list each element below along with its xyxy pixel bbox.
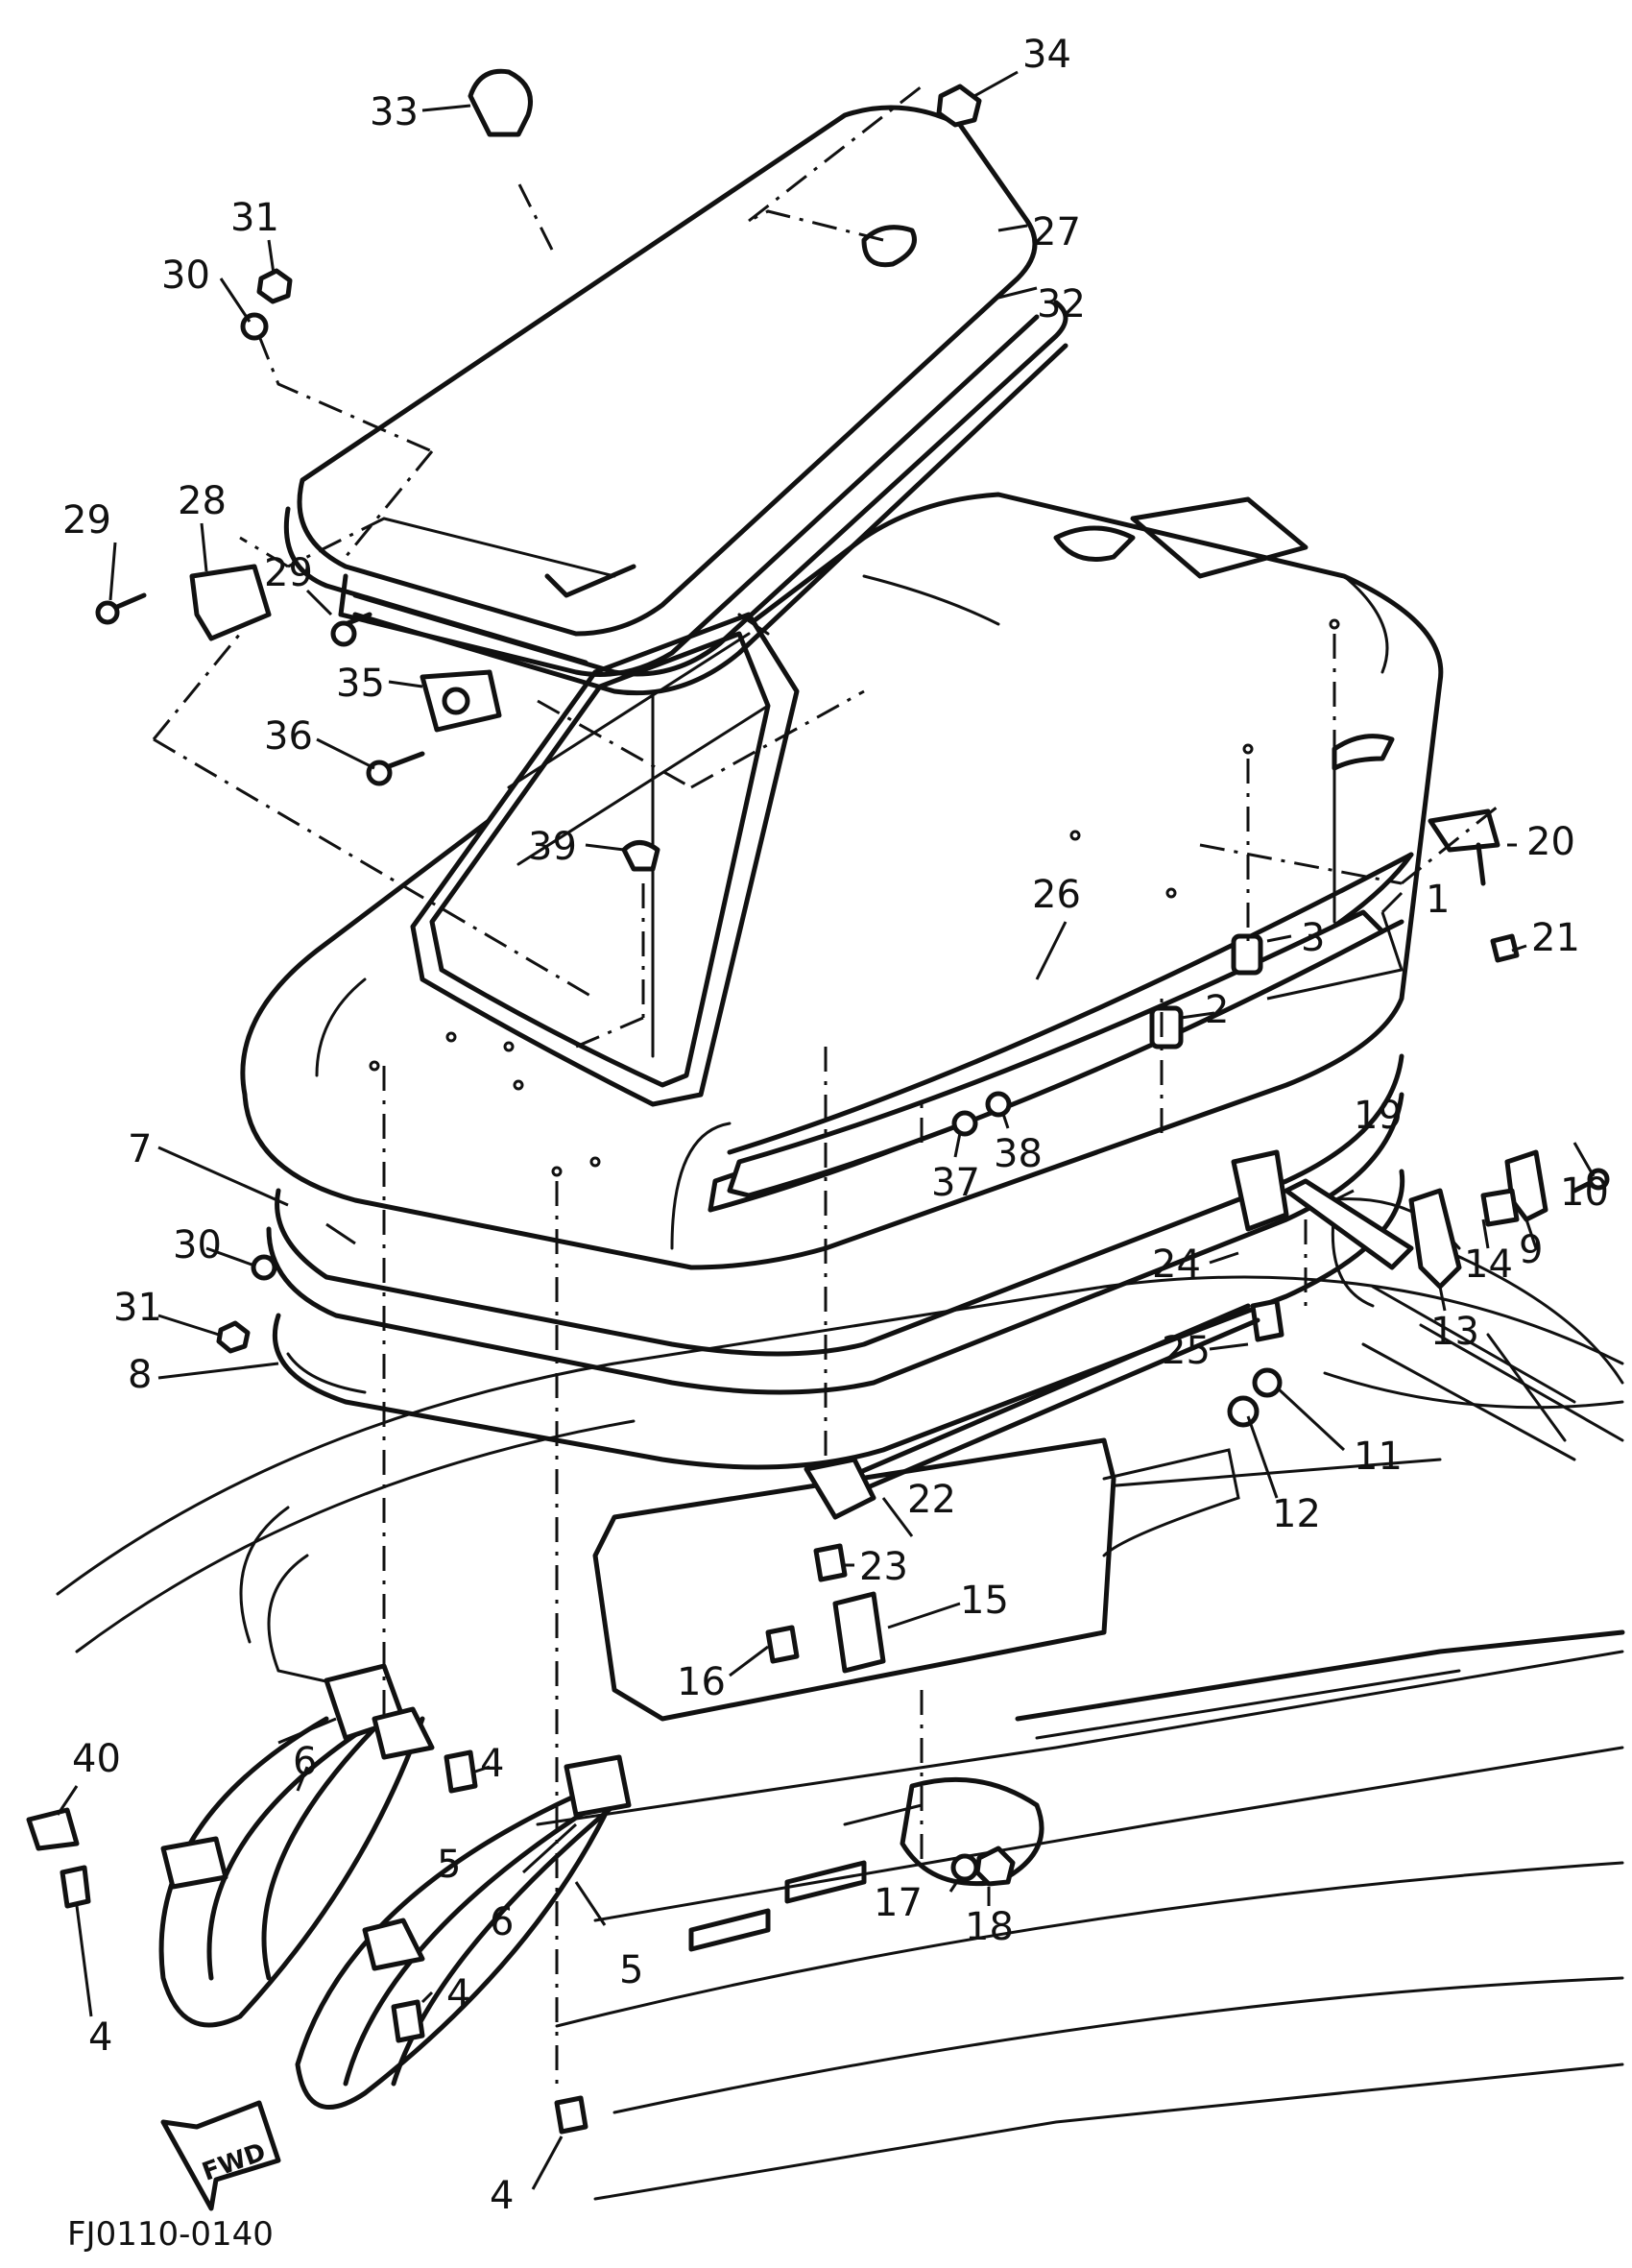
leader-lines [56,70,1596,2190]
callout-35: 35 [336,662,385,706]
callout-30a: 30 [161,253,210,298]
callout-numbers: 1 2 3 4 4 4 4 5 5 6 6 7 8 9 10 11 12 13 … [62,33,1609,2218]
callout-26: 26 [1032,873,1081,917]
callout-4d: 4 [490,2174,514,2218]
callout-33: 33 [370,90,419,134]
callout-16: 16 [677,1660,726,1704]
callout-17: 17 [874,1881,923,1925]
engine-hood [240,492,1444,1270]
lid-seal [352,300,1068,696]
callout-14: 14 [1464,1243,1513,1287]
callout-5b: 5 [619,1948,643,1992]
callout-6b: 6 [490,1900,514,1944]
callout-10: 10 [1560,1170,1609,1215]
callout-29a: 29 [62,498,111,543]
callout-38: 38 [994,1132,1043,1176]
callout-23: 23 [859,1545,908,1589]
callout-6a: 6 [293,1740,317,1784]
callout-9: 9 [1519,1228,1543,1272]
callout-24: 24 [1152,1243,1201,1287]
callout-28-seal-32: 32 [1037,282,1086,326]
callout-21: 21 [1531,916,1580,960]
callout-40: 40 [72,1737,121,1781]
callout-5a: 5 [437,1843,461,1887]
callout-13: 13 [1430,1310,1479,1354]
callout-4b: 4 [88,2015,112,2060]
assembly-lines [152,84,1499,2093]
callout-19: 19 [1354,1094,1403,1138]
callout-25: 25 [1162,1329,1211,1373]
callout-27: 27 [1032,210,1081,254]
front-handle-hoops [26,1663,632,2135]
callout-36: 36 [264,714,313,759]
callout-39: 39 [528,825,577,869]
callout-7: 7 [128,1127,152,1171]
drawing-code: FJ0110-0140 [67,2215,274,2254]
callout-22: 22 [907,1478,956,1522]
callout-15: 15 [960,1579,1009,1623]
callout-8: 8 [128,1353,152,1397]
callout-30b: 30 [173,1223,222,1267]
callout-28: 28 [178,479,227,523]
callout-3: 3 [1301,916,1325,960]
forward-arrow: FWD [160,2100,281,2211]
callout-18: 18 [965,1905,1014,1949]
callout-4c: 4 [446,1972,470,2016]
callout-31a: 31 [230,196,279,240]
hull-deck [56,1197,1625,2201]
callout-2: 2 [1205,988,1229,1032]
callout-20: 20 [1526,820,1575,864]
callout-37: 37 [931,1161,980,1205]
callout-29b: 29 [264,551,313,595]
callout-4a: 4 [480,1742,504,1786]
callout-12: 12 [1272,1492,1321,1536]
callout-31b: 31 [113,1286,162,1330]
callout-11: 11 [1354,1435,1403,1479]
callout-34: 34 [1022,33,1071,77]
callout-1: 1 [1426,878,1450,922]
